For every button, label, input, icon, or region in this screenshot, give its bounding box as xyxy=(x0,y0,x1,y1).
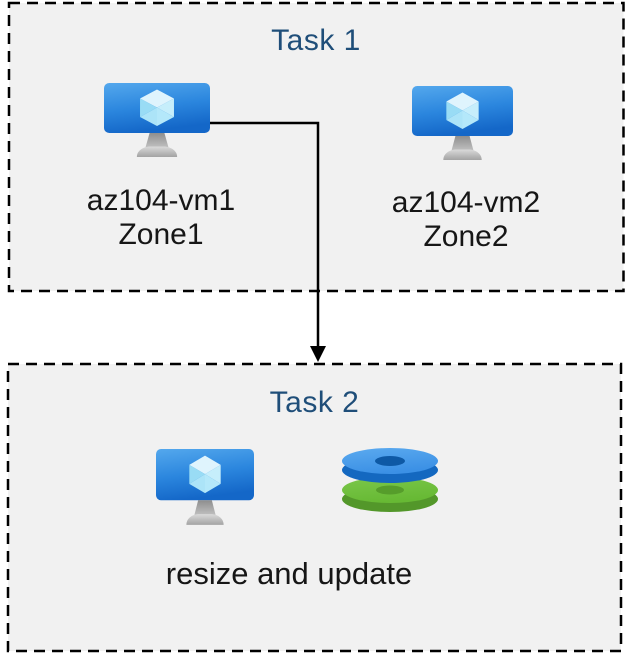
down-arrow-connector xyxy=(210,121,320,347)
task2-title: Task 2 xyxy=(269,386,360,419)
virtual-machine-icon xyxy=(156,449,254,525)
task2-caption: resize and update xyxy=(165,556,413,591)
task1-title: Task 1 xyxy=(271,24,361,57)
virtual-machine-icon xyxy=(412,86,513,160)
vm2-label: az104-vm2 Zone2 xyxy=(366,186,566,254)
task1-box xyxy=(7,1,625,293)
vm2-name: az104-vm2 xyxy=(391,186,541,219)
vm1-zone: Zone1 xyxy=(118,218,204,251)
vm1-label: az104-vm1 Zone1 xyxy=(61,184,261,252)
virtual-machine-icon xyxy=(104,83,210,157)
vm1-name: az104-vm1 xyxy=(86,184,236,217)
managed-disks-icon xyxy=(342,448,438,512)
arrowhead-icon xyxy=(310,346,326,362)
vm2-zone: Zone2 xyxy=(423,220,509,253)
task2-box xyxy=(6,362,623,653)
